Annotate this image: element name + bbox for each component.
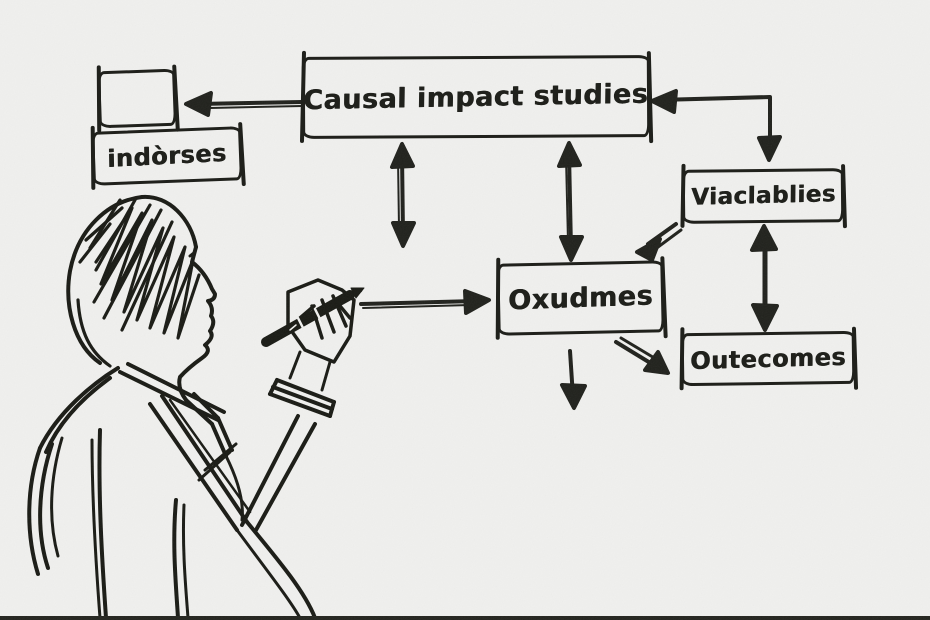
node-indorses: indòrses: [91, 126, 243, 186]
node-viaclablies-label: Viaclablies: [690, 181, 836, 211]
node-outecomes-label: Outecomes: [689, 342, 847, 375]
person-sketch: [27, 194, 365, 620]
arrow-viaclablies-outecomes: [750, 224, 779, 332]
person-torso: [27, 428, 244, 620]
node-outecomes: Outecomes: [680, 330, 856, 387]
node-viaclablies: Viaclablies: [681, 168, 845, 224]
arrow-causal-double-vertical-left: [390, 142, 416, 248]
person-arm: [148, 350, 336, 620]
node-causal-impact-studies: Causal impact studies: [301, 55, 651, 139]
arrow-causal-to-empty-box: [184, 91, 304, 117]
marker-pen-icon: [261, 287, 365, 347]
node-empty-box: [97, 68, 177, 129]
arrow-viaclablies-to-oxudmes: [635, 222, 683, 262]
person-face-profile: [177, 245, 217, 402]
bottom-edge-strip: [0, 616, 930, 620]
person-hand: [286, 278, 356, 364]
arrow-causal-viaclablies-elbow: [650, 89, 782, 162]
arrow-pen-to-oxudmes: [359, 289, 491, 315]
arrow-causal-oxudmes: [557, 141, 584, 262]
person-head: [66, 194, 198, 365]
person-shoulders-collar: [38, 362, 234, 458]
arrow-oxudmes-down: [560, 349, 587, 410]
node-indorses-label: indòrses: [106, 138, 227, 174]
node-oxudmes-label: Oxudmes: [508, 279, 653, 317]
node-oxudmes: Oxudmes: [496, 260, 665, 336]
arrow-oxudmes-to-outecomes: [614, 336, 670, 375]
person-hair: [76, 198, 201, 368]
node-causal-impact-studies-label: Causal impact studies: [303, 78, 649, 116]
